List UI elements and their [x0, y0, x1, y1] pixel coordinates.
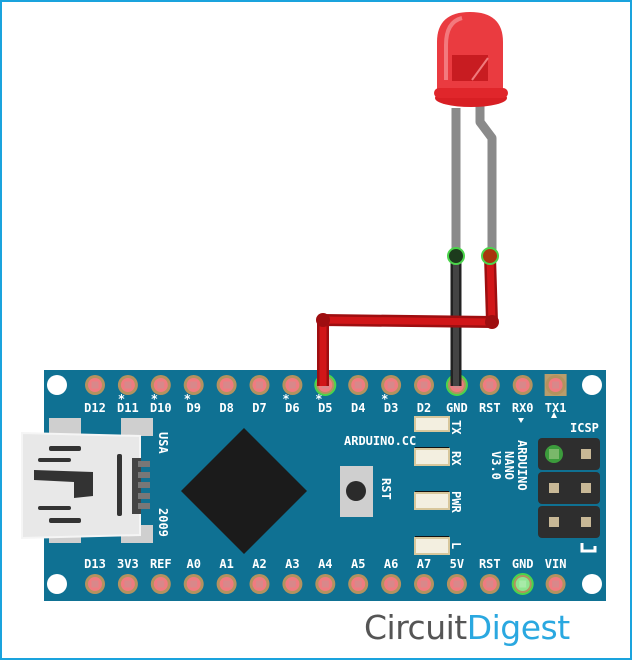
pin-label: D6 [285, 401, 299, 415]
led-label-pwr: PWR [449, 491, 463, 513]
mounting-hole [47, 375, 67, 395]
microcontroller-chip [181, 428, 307, 554]
pin-label: VIN [545, 557, 567, 571]
pin-label: A4 [318, 557, 332, 571]
arduino-cc-label: ARDUINO.CC [344, 434, 416, 448]
model-line-2: NANO [502, 451, 516, 480]
led-cathode-end [447, 247, 465, 265]
pin-label: D9 [186, 401, 200, 415]
model-line-1: ARDUINO [515, 440, 529, 491]
status-leds [414, 416, 450, 555]
year-label: 2009 [156, 508, 170, 537]
mini-usb-connector [21, 418, 153, 543]
pin-label: D2 [417, 401, 431, 415]
pin-label: D5 [318, 401, 332, 415]
pwm-marker: * [381, 392, 388, 406]
pin-label: A5 [351, 557, 365, 571]
pin-label: D12 [84, 401, 106, 415]
reset-button-cap [346, 481, 366, 501]
pin-label: D11 [117, 401, 139, 415]
pin-label: D7 [252, 401, 266, 415]
pin-label: RST [479, 401, 501, 415]
pin-label: A6 [384, 557, 398, 571]
usa-label: USA [156, 432, 170, 454]
model-line-3: V3.0 [489, 451, 503, 480]
pin-label: D10 [150, 401, 172, 415]
wire-d5 [316, 255, 499, 386]
led-label-tx: TX [449, 420, 463, 435]
circuitdigest-watermark: CircuitDigest [364, 608, 570, 647]
icsp-label: ICSP [570, 421, 599, 435]
pin-label: D4 [351, 401, 365, 415]
led-label-rx: RX [449, 451, 463, 466]
red-led [434, 12, 508, 107]
rx-arrow-icon [518, 418, 524, 423]
watermark-digest: Digest [466, 608, 570, 647]
pwm-marker: * [118, 392, 125, 406]
pin1-marker [580, 543, 597, 553]
pin-label: A7 [417, 557, 431, 571]
pin-label: REF [150, 557, 172, 571]
icsp-header [538, 438, 600, 538]
pwm-marker: * [151, 392, 158, 406]
reset-label: RST [379, 478, 393, 500]
pin-label: GND [512, 557, 534, 571]
pin-label: A1 [219, 557, 233, 571]
pwm-marker: * [184, 392, 191, 406]
frame-bottom [0, 658, 632, 660]
led-anode-end [481, 247, 499, 265]
pin-label: GND [446, 401, 468, 415]
watermark-circuit: Circuit [364, 608, 467, 647]
pwm-marker: * [282, 392, 289, 406]
mounting-hole [582, 574, 602, 594]
pin-label: RX0 [512, 401, 534, 415]
pin-label: 3V3 [117, 557, 139, 571]
pin-label: D3 [384, 401, 398, 415]
led-label-l: L [449, 542, 463, 549]
mounting-hole [47, 574, 67, 594]
mounting-hole [582, 375, 602, 395]
led-legs [451, 106, 497, 256]
tx-arrow-icon [551, 412, 557, 418]
pin-label: D8 [219, 401, 233, 415]
pin-label: A0 [186, 557, 200, 571]
pin-label: A3 [285, 557, 299, 571]
pin-label: A2 [252, 557, 266, 571]
pin-label: D13 [84, 557, 106, 571]
pwm-marker: * [315, 392, 322, 406]
pin-label: TX1 [545, 401, 567, 415]
bottom-header-pins: D13 3V3 REF A0 A1 A2 A3 A4 A5 A6 A7 5V RST GND VIN [84, 557, 567, 595]
frame-right [630, 0, 632, 660]
pin-label: 5V [450, 557, 464, 571]
pin-label: RST [479, 557, 501, 571]
